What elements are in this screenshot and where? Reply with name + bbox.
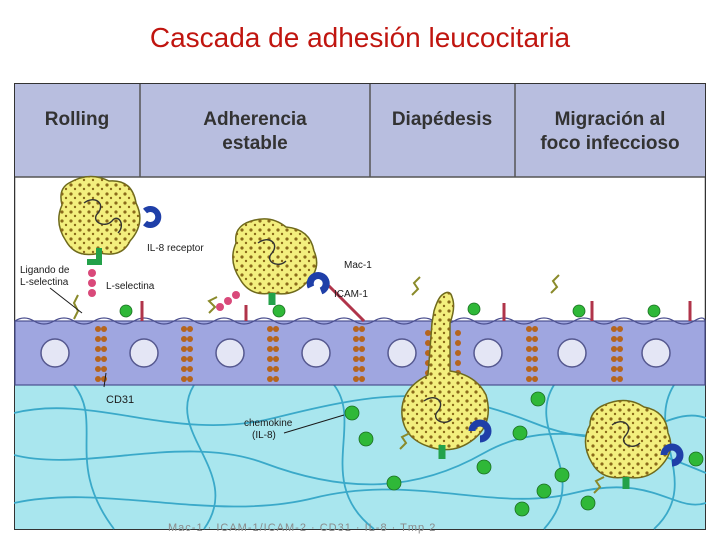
cd31-junction [267, 326, 279, 382]
il8-receptor-molecule [660, 443, 684, 467]
endothelial-nucleus [473, 338, 503, 368]
mac1-label: Mac-1 [344, 260, 372, 271]
collagen-fiber [333, 384, 375, 530]
leukocyte-diapedesis [401, 291, 492, 459]
endothelial-nucleus [387, 338, 417, 368]
stage-header: Rolling Adherencia estable Diapédesis Mi… [15, 84, 705, 178]
leukocyte-migrating [584, 399, 684, 489]
slide-title: Cascada de adhesión leucocitaria [149, 22, 571, 53]
glycocalyx [14, 317, 706, 325]
ligand-bead [216, 303, 224, 311]
ligand-bead [224, 297, 232, 305]
chemokine-dot [476, 459, 492, 475]
chemokine-dot [358, 431, 374, 447]
header-background [15, 84, 705, 177]
leukocyte-granules [585, 400, 671, 478]
stage-adherencia-label: Adherencia [203, 109, 307, 130]
chemokine-ligand-squiggle [399, 432, 411, 450]
endothelial-nucleus [40, 338, 70, 368]
cd31-junction [353, 326, 365, 382]
il8-receptor-molecule [468, 419, 492, 443]
leukocyte-granules [401, 292, 489, 450]
ligand-bead [232, 291, 240, 299]
stage-adherencia-label-2: estable [222, 133, 287, 154]
l-selectina-label: L-selectina [106, 281, 155, 292]
endothelial-nucleus [301, 338, 331, 368]
chemokine-dot [536, 483, 552, 499]
chemokine-ligand-squiggle [593, 476, 605, 494]
cd31-junction [611, 326, 623, 382]
mac1-molecule [306, 272, 330, 295]
cd31-label: CD31 [106, 394, 134, 406]
stage-diapedesis-label: Diapédesis [392, 109, 492, 130]
leukocyte-nucleus [257, 239, 287, 265]
cd31-junction [95, 326, 107, 382]
stage-rolling-label: Rolling [45, 109, 109, 130]
adhesion-cascade-diagram: Rolling Adherencia estable Diapédesis Mi… [14, 83, 706, 530]
leukocyte-rolling [58, 175, 162, 297]
chemokine-dot [512, 425, 528, 441]
selectin-ligand-squiggle [550, 274, 560, 294]
chemokine-dot [272, 304, 286, 318]
collagen-fiber [14, 486, 706, 508]
collagen-fiber [73, 384, 115, 530]
leukocyte-adherent [216, 218, 330, 311]
collagen-fiber [186, 384, 217, 530]
l-selectina-molecule [87, 248, 102, 265]
stage-migracion-label-2: foco infeccioso [540, 133, 679, 154]
cd31-junction [181, 326, 193, 382]
chemokine-dot [119, 304, 133, 318]
il8-receptor-label: IL-8 receptor [147, 243, 204, 254]
ligando-label-1: Ligando de [20, 265, 70, 276]
chemokine-label-2: (IL-8) [252, 430, 276, 441]
leukocyte-granules [58, 176, 140, 255]
chemokine-dot [572, 304, 586, 318]
cd31-junction [526, 326, 538, 382]
chemokine-dot [467, 302, 481, 316]
slide-footer: Mac-1 · ICAM-1/ICAM-2 · CD31 · IL-8 · Tm… [168, 522, 437, 534]
ligando-leader-line [49, 287, 83, 314]
chemokine-dot [580, 495, 596, 511]
selectin-ligand-squiggle [72, 294, 80, 320]
chemokine-dot [344, 405, 360, 421]
il8-receptor-molecule [143, 206, 162, 228]
leukocyte-nucleus [83, 199, 122, 234]
chemokine-dot [554, 467, 570, 483]
ligand-bead [88, 279, 96, 287]
endothelium [14, 274, 706, 386]
stage-migracion-label: Migración al [555, 109, 666, 130]
collagen-fiber [543, 384, 564, 530]
endothelial-nucleus [641, 338, 671, 368]
chemokine-label-1: chemokine [244, 418, 293, 429]
endothelial-nucleus [129, 338, 159, 368]
ligand-bead [88, 269, 96, 277]
endothelial-nucleus [215, 338, 245, 368]
chemokine-dot [514, 501, 530, 517]
leukocyte-granules [232, 218, 317, 294]
selectin-ligand-squiggle [411, 276, 421, 296]
leukocyte-nucleus [611, 421, 641, 447]
leukocyte-nucleus [423, 397, 453, 423]
chemokine-dot [386, 475, 402, 491]
chemokine-dot [688, 451, 704, 467]
icam1-label: ICAM-1 [334, 289, 368, 300]
collagen-fiber [653, 384, 676, 530]
icam1-bound-molecule [324, 281, 366, 323]
endothelial-nucleus [557, 338, 587, 368]
ligand-bead [88, 289, 96, 297]
chemokine-dot [647, 304, 661, 318]
cd31-leader-line [103, 372, 107, 388]
ligando-label-2: L-selectina [20, 277, 69, 288]
chemokine-dot [530, 391, 546, 407]
selectin-ligand-squiggle [207, 296, 218, 314]
chemokine-leader-line [283, 414, 345, 434]
